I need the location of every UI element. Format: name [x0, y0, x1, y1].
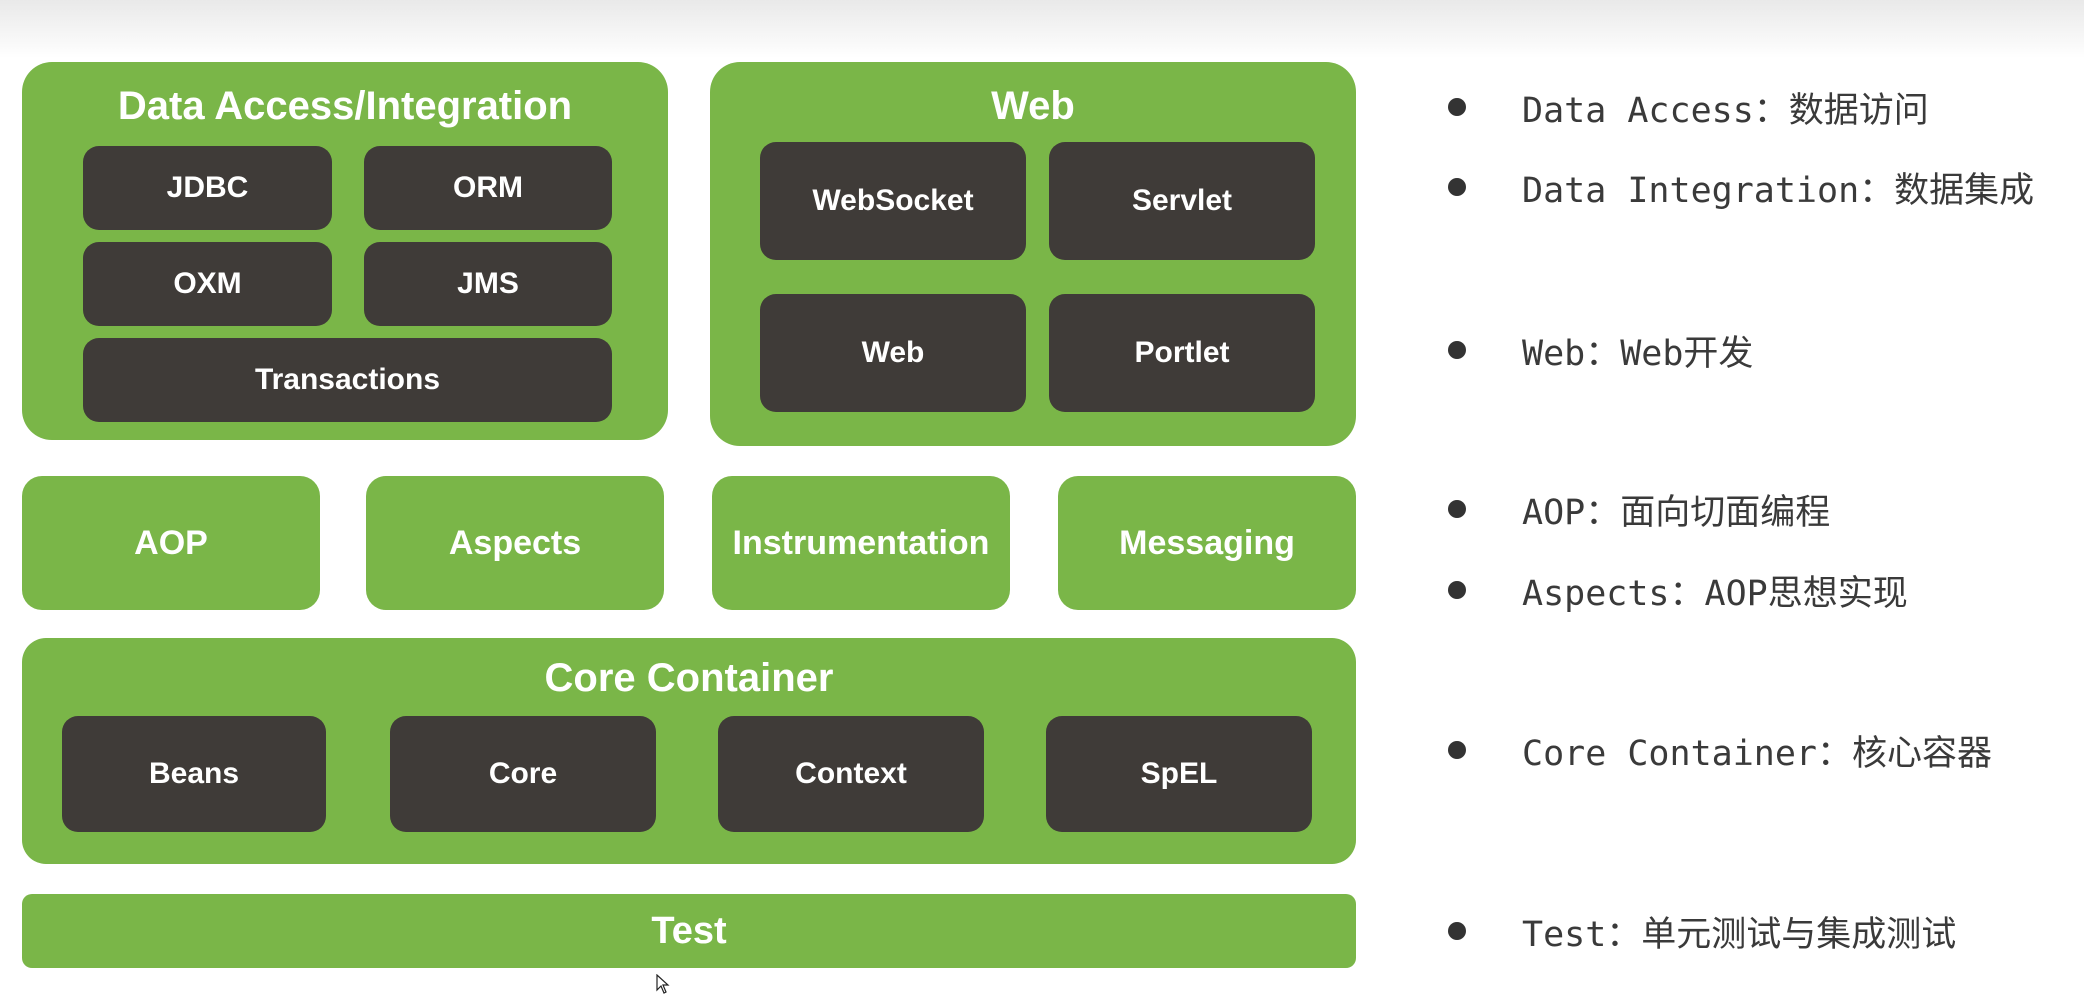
module-messaging: Messaging — [1058, 476, 1356, 610]
module-portlet: Portlet — [1049, 294, 1315, 412]
module-core: Core — [390, 716, 656, 832]
module-transactions: Transactions — [83, 338, 612, 422]
module-context: Context — [718, 716, 984, 832]
core-container-group: Core Container Beans Core Context SpEL — [22, 638, 1356, 864]
module-spel: SpEL — [1046, 716, 1312, 832]
bullet-icon — [1448, 741, 1466, 759]
note-web: Web：Web开发 — [1448, 325, 1753, 375]
core-container-title: Core Container — [544, 656, 834, 700]
note-text: Data Access：数据访问 — [1522, 90, 1929, 131]
note-text: Data Integration：数据集成 — [1522, 170, 2035, 211]
module-jdbc: JDBC — [83, 146, 332, 230]
module-aspects: Aspects — [366, 476, 664, 610]
module-oxm: OXM — [83, 242, 332, 326]
note-data-integration: Data Integration：数据集成 — [1448, 162, 2034, 212]
note-text: Web：Web开发 — [1522, 333, 1754, 374]
window-top-bar — [0, 0, 2084, 58]
module-servlet: Servlet — [1049, 142, 1315, 260]
bullet-icon — [1448, 178, 1466, 196]
note-aspects: Aspects：AOP思想实现 — [1448, 565, 1908, 615]
module-web: Web — [760, 294, 1026, 412]
note-data-access: Data Access：数据访问 — [1448, 82, 1929, 132]
bullet-icon — [1448, 500, 1466, 518]
bullet-icon — [1448, 98, 1466, 116]
note-core-container: Core Container：核心容器 — [1448, 725, 1992, 775]
web-title: Web — [991, 84, 1075, 128]
module-test: Test — [22, 894, 1356, 968]
mouse-cursor-icon — [656, 974, 670, 994]
note-text: Aspects：AOP思想实现 — [1522, 573, 1908, 614]
module-websocket: WebSocket — [760, 142, 1026, 260]
note-test: Test：单元测试与集成测试 — [1448, 906, 1956, 956]
module-beans: Beans — [62, 716, 326, 832]
data-access-integration-group: Data Access/Integration JDBC ORM OXM JMS… — [22, 62, 668, 440]
note-text: Test：单元测试与集成测试 — [1522, 914, 1957, 955]
bullet-icon — [1448, 922, 1466, 940]
note-aop: AOP：面向切面编程 — [1448, 484, 1830, 534]
module-instrumentation: Instrumentation — [712, 476, 1010, 610]
module-aop: AOP — [22, 476, 320, 610]
note-text: Core Container：核心容器 — [1522, 733, 1993, 774]
data-access-title: Data Access/Integration — [117, 84, 573, 128]
module-orm: ORM — [364, 146, 612, 230]
bullet-icon — [1448, 341, 1466, 359]
module-jms: JMS — [364, 242, 612, 326]
web-group: Web WebSocket Servlet Web Portlet — [710, 62, 1356, 446]
bullet-icon — [1448, 581, 1466, 599]
note-text: AOP：面向切面编程 — [1522, 492, 1831, 533]
